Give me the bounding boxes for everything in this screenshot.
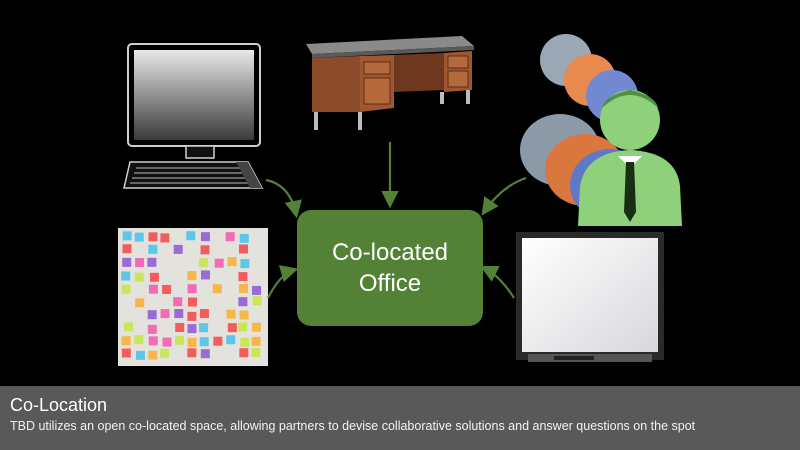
diagram-graphics [118,34,682,366]
sticky-note [200,245,210,255]
sticky-note [238,322,248,332]
sticky-note [239,284,249,294]
sticky-note [238,297,248,307]
computer-icon [123,43,264,189]
sticky-note [240,259,250,269]
sticky-note [173,244,183,254]
sticky-note [162,284,172,294]
sticky-note [252,285,262,295]
sticky-note [162,337,172,347]
sticky-note [187,348,197,358]
sticky-note [187,311,197,321]
sticky-note [148,232,158,242]
sticky-note [147,257,157,267]
sticky-note [251,336,261,346]
sticky-note [214,258,224,268]
sticky-note [239,233,249,243]
sticky-note [251,348,261,358]
sticky-note [121,336,131,346]
co-located-office-box: Co-located Office [297,210,483,326]
sticky-note [199,258,209,268]
sticky-notes-board-icon [118,228,268,366]
people-icon [520,34,682,226]
sticky-note [174,335,184,345]
sticky-note [160,348,170,358]
sticky-note [149,272,159,282]
sticky-note [200,270,210,280]
sticky-note [121,284,131,294]
sticky-note [187,297,197,307]
sticky-note [135,258,145,268]
sticky-note [148,350,158,360]
sticky-note [121,348,131,358]
sticky-note [173,297,183,307]
sticky-note [199,323,209,333]
sticky-note [227,323,237,333]
caption-title: Co-Location [10,395,108,415]
sticky-note [213,336,223,346]
sticky-note [148,336,158,346]
arrow-board-to-office [267,265,299,299]
sticky-note [212,284,222,294]
sticky-note [187,271,197,281]
sticky-note [227,257,237,267]
sticky-note [251,322,261,332]
sticky-note [122,231,132,241]
sticky-note [147,310,157,320]
arrow-people-to-office [481,176,527,216]
sticky-note [238,272,248,282]
sticky-note [148,284,158,294]
sticky-note [160,309,170,319]
sticky-note [123,322,133,332]
sticky-note [238,244,248,254]
sticky-note [240,337,250,347]
sticky-note [174,309,184,319]
sticky-note [239,310,249,320]
sticky-note [200,349,210,359]
sticky-note [199,309,209,319]
center-label-line2: Office [358,270,422,297]
sticky-note [187,284,197,294]
connector-arrows [265,142,527,299]
sticky-note [135,298,145,308]
sticky-note [122,244,132,254]
sticky-note [134,232,144,242]
sticky-note [226,309,236,319]
desk-icon [306,36,474,130]
sticky-note [122,257,132,267]
sticky-note [225,232,235,242]
sticky-note [135,350,145,360]
sticky-note [121,271,131,281]
caption-bar: Co-Location TBD utilizes an open co-loca… [0,386,800,450]
arrow-computer-to-office [265,178,302,219]
diagram-canvas: Co-located Office [118,34,682,366]
sticky-note [252,296,262,306]
sticky-note [187,324,197,334]
whiteboard-icon [516,232,664,362]
caption-subtitle: TBD utilizes an open co-located space, a… [10,419,696,433]
sticky-note [186,231,196,241]
arrow-whiteboard-to-office [480,266,515,299]
center-label-line1: Co-located [331,239,449,266]
sticky-note [226,335,236,345]
sticky-note [160,233,170,243]
sticky-note [175,323,185,333]
sticky-note [187,337,197,347]
sticky-note [148,244,158,254]
sticky-note [134,335,144,345]
sticky-note [199,337,209,347]
sticky-note [134,272,144,282]
sticky-note [200,232,210,242]
sticky-note [147,324,157,334]
sticky-note [239,348,249,358]
